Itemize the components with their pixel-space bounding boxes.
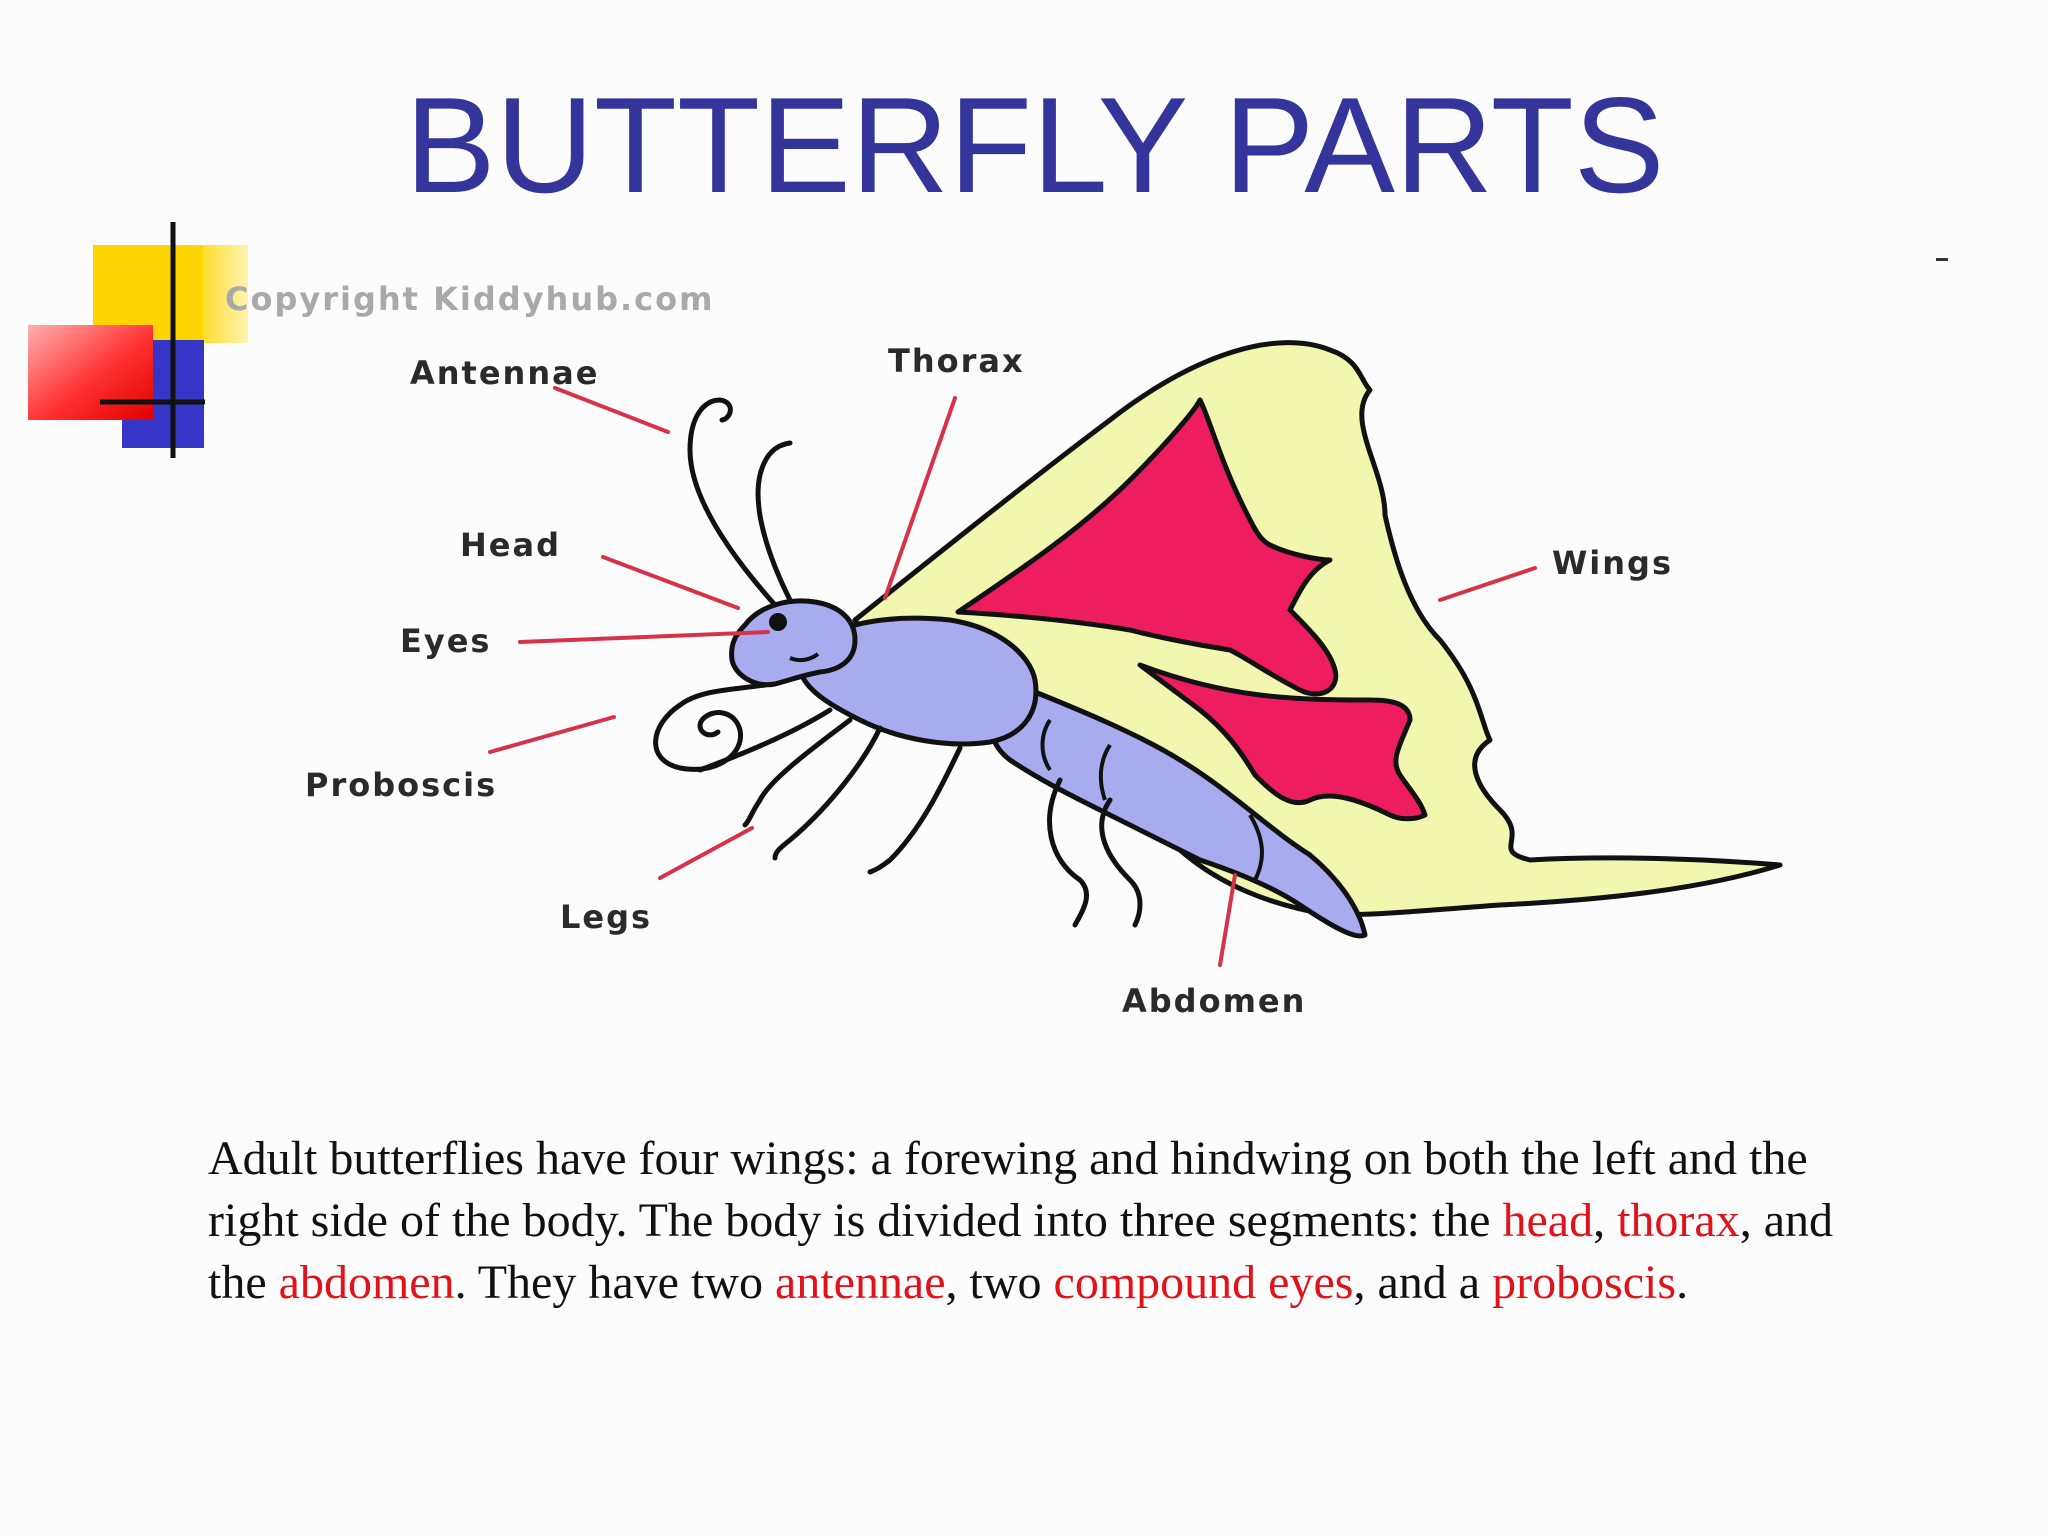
wing-outer: [852, 340, 1783, 918]
pointer-eyes: [518, 630, 770, 644]
antenna-left: [687, 397, 778, 608]
wing-inner-lower: [1137, 662, 1428, 822]
antenna-right: [755, 440, 793, 603]
watermark: Copyright Kiddyhub.com: [225, 280, 714, 318]
label-wings: Wings: [1552, 544, 1673, 582]
label-head: Head: [460, 526, 561, 564]
term-head: head: [1502, 1194, 1594, 1247]
label-thorax: Thorax: [888, 342, 1025, 380]
leg-3: [772, 725, 883, 861]
thorax-shape: [797, 615, 1039, 747]
abdomen-segment-3: [1248, 813, 1264, 881]
page-title: BUTTERFLY PARTS: [405, 69, 1665, 221]
label-legs: Legs: [560, 898, 652, 936]
pointer-wings: [1438, 566, 1537, 602]
text-segment: .: [1676, 1256, 1689, 1309]
corner-decoration: [28, 222, 248, 458]
text-segment: ,: [1593, 1194, 1618, 1247]
leg-4: [867, 745, 963, 875]
pointer-proboscis: [488, 715, 616, 754]
butterfly-diagram: Copyright Kiddyhub.com: [225, 280, 1783, 1020]
pointer-head: [601, 555, 740, 610]
label-antennae: Antennae: [410, 354, 599, 392]
text-segment: . They have two: [454, 1256, 775, 1309]
leg-5: [1047, 777, 1089, 928]
proboscis-spiral: [653, 682, 768, 772]
abdomen-shape: [987, 686, 1368, 939]
label-proboscis: Proboscis: [305, 766, 497, 804]
text-segment: Adult butterflies have four wings: a for…: [208, 1132, 1808, 1247]
leg-1: [697, 707, 833, 773]
mouth-line: [789, 652, 820, 663]
text-segment: , and a: [1353, 1256, 1493, 1309]
abdomen-segment-1: [1040, 718, 1052, 772]
eye-shape: [769, 613, 787, 631]
term-antennae: antennae: [774, 1256, 946, 1309]
pointer-lines: [488, 386, 1537, 967]
wing-inner-upper: [955, 397, 1339, 697]
pointer-legs: [658, 826, 754, 880]
label-eyes: Eyes: [400, 622, 491, 660]
term-thorax: thorax: [1617, 1194, 1740, 1247]
text-segment: , two: [945, 1256, 1054, 1309]
abdomen-segment-2: [1098, 743, 1112, 801]
pointer-thorax: [883, 396, 957, 600]
label-abdomen: Abdomen: [1122, 982, 1306, 1020]
term-proboscis: proboscis: [1492, 1256, 1677, 1309]
term-abdomen: abdomen: [278, 1256, 455, 1309]
pointer-abdomen: [1218, 873, 1237, 967]
dash-mark: [1936, 258, 1948, 261]
head-shape: [729, 598, 858, 688]
leg-6: [1099, 797, 1143, 928]
term-compound-eyes: compound eyes: [1053, 1256, 1354, 1309]
text-segment: , and the: [208, 1194, 1833, 1309]
leg-2: [742, 717, 853, 828]
description-paragraph: Adult butterflies have four wings: a for…: [208, 1128, 1848, 1314]
pointer-antennae: [553, 386, 670, 434]
